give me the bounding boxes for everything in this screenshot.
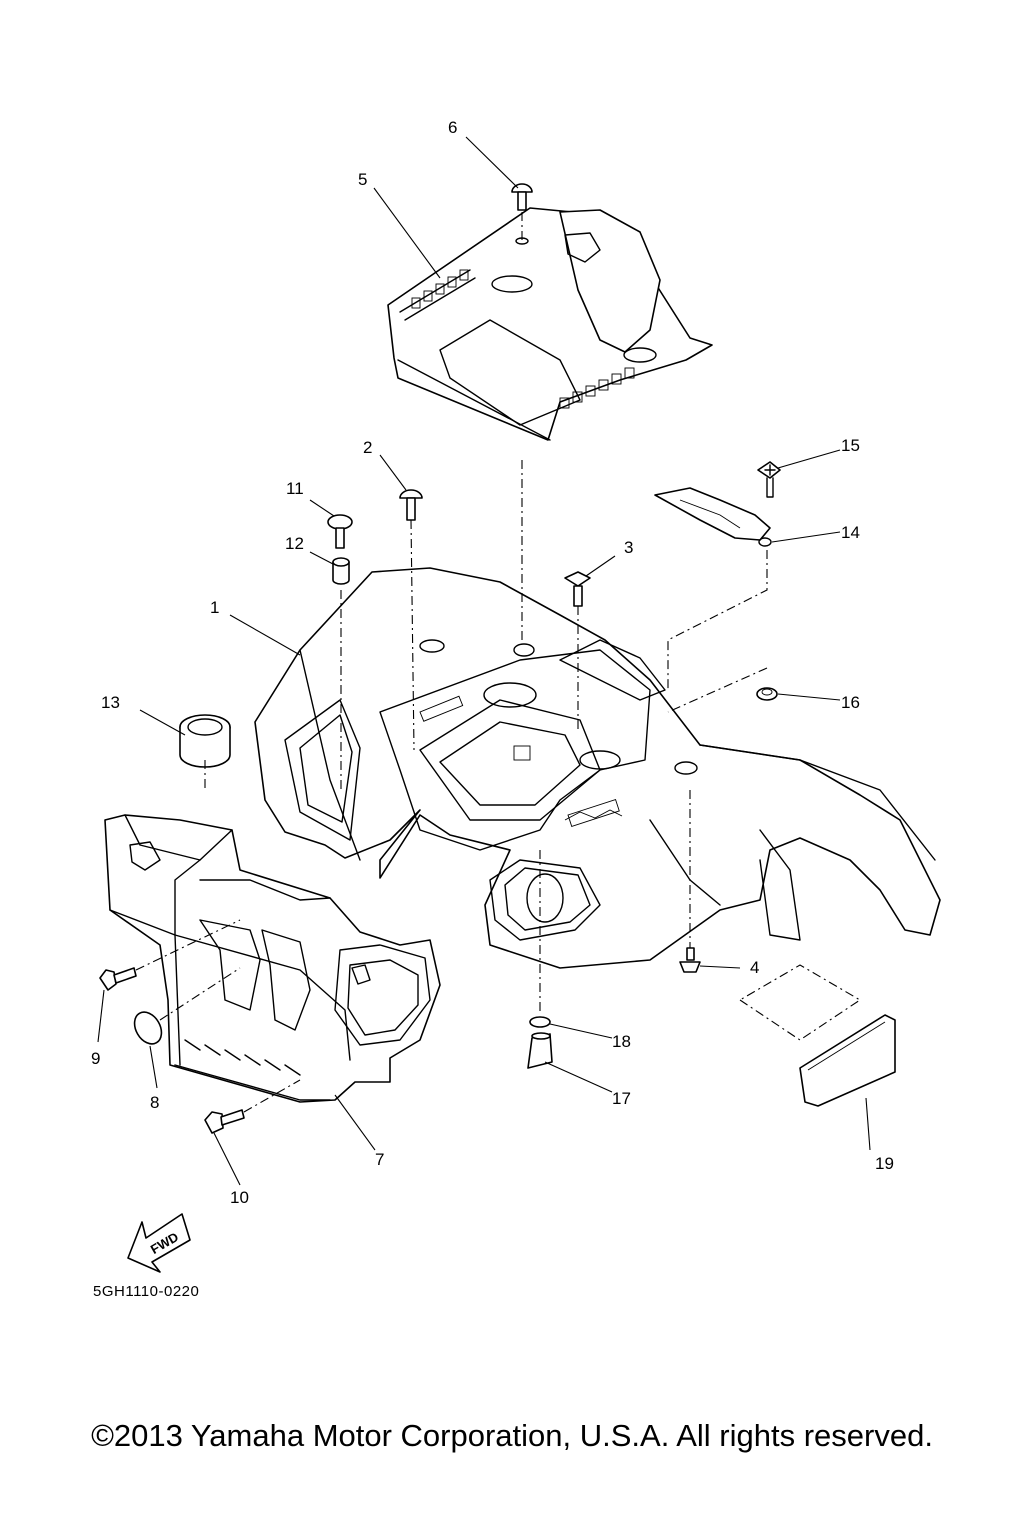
part-14-15-cover <box>654 461 781 547</box>
callout-7: 7 <box>375 1150 384 1169</box>
part-11-bolt <box>327 514 353 549</box>
callout-17: 17 <box>612 1089 631 1108</box>
part-10-bolt <box>204 1109 245 1134</box>
callout-3: 3 <box>624 538 633 557</box>
callout-10: 10 <box>230 1188 249 1207</box>
part-3-bolt <box>564 571 591 607</box>
callout-13: 13 <box>101 693 120 712</box>
callout-4: 4 <box>750 958 759 977</box>
copyright-notice: ©2013 Yamaha Motor Corporation, U.S.A. A… <box>91 1418 933 1453</box>
installation-lines <box>135 212 862 1113</box>
part-8-grommet <box>133 1011 163 1045</box>
drawing-code: 5GH1110-0220 <box>93 1283 199 1300</box>
part-17-damper <box>527 1032 553 1069</box>
callout-18: 18 <box>612 1032 631 1051</box>
part-7-carrier-box <box>104 814 441 1103</box>
callout-12: 12 <box>285 534 304 553</box>
callout-6: 6 <box>448 118 457 137</box>
callout-2: 2 <box>363 438 372 457</box>
part-2-bolt <box>399 489 423 521</box>
part-12-collar <box>332 557 350 585</box>
part-5-fender-cover <box>387 207 713 441</box>
part-1-rear-fender <box>254 567 941 969</box>
part-18-clip <box>529 1016 551 1028</box>
part-16-nut <box>756 687 778 701</box>
fwd-arrow-icon: FWD <box>127 1213 191 1273</box>
part-4-bolt <box>679 947 701 973</box>
callout-16: 16 <box>841 693 860 712</box>
callout-15: 15 <box>841 436 860 455</box>
part-19-label <box>799 1014 896 1107</box>
callout-5: 5 <box>358 170 367 189</box>
callout-1: 1 <box>210 598 219 617</box>
callout-8: 8 <box>150 1093 159 1112</box>
callout-19: 19 <box>875 1154 894 1173</box>
part-6-screw <box>511 183 533 211</box>
callout-9: 9 <box>91 1049 100 1068</box>
callout-14: 14 <box>841 523 860 542</box>
part-9-bolt <box>99 967 137 991</box>
part-13-ring <box>179 714 231 768</box>
leader-lines <box>97 136 871 1186</box>
callout-11: 11 <box>286 479 304 498</box>
callout-labels: 6 5 2 11 12 1 13 3 15 14 16 4 18 17 19 7… <box>91 118 894 1207</box>
